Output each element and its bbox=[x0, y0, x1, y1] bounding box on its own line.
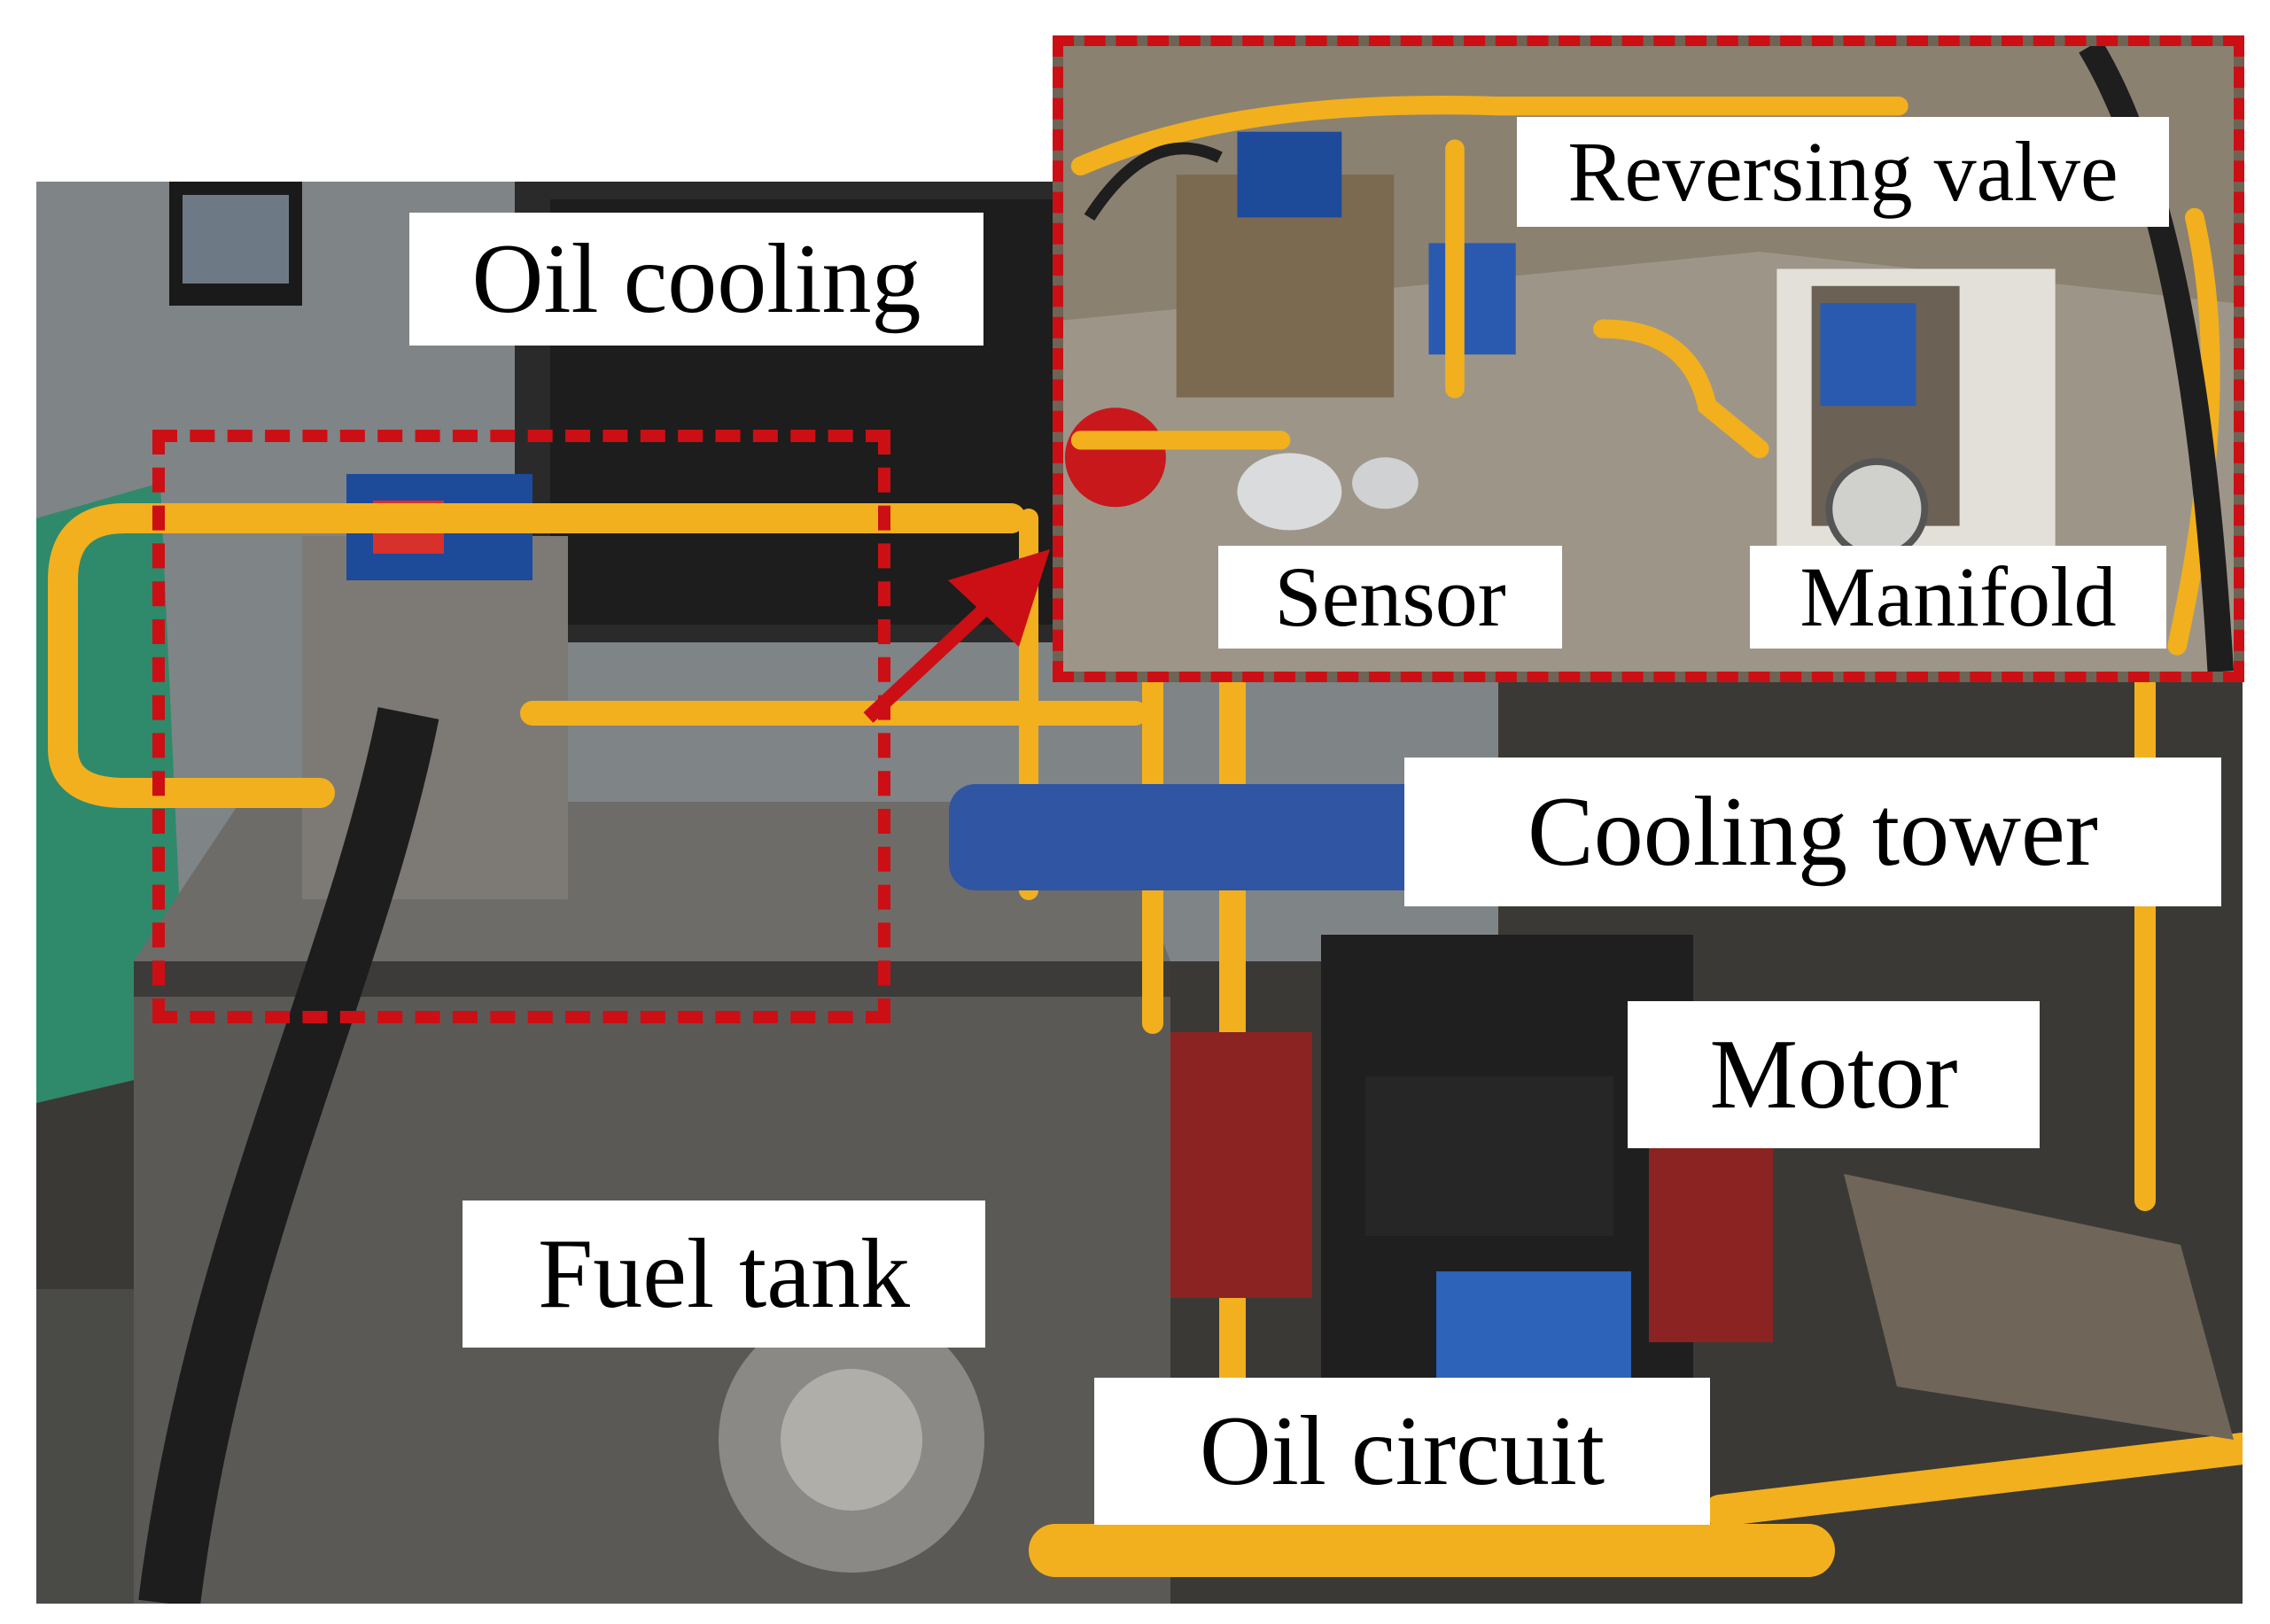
label-cooling-tower: Cooling tower bbox=[1404, 758, 2221, 906]
label-manifold: Manifold bbox=[1750, 546, 2166, 649]
label-fuel-tank: Fuel tank bbox=[463, 1201, 985, 1348]
inset-sensor bbox=[1237, 453, 1342, 531]
pressure-gauge-icon bbox=[1825, 458, 1929, 560]
hydraulic-pump bbox=[1844, 1174, 2234, 1440]
label-oil-circuit: Oil circuit bbox=[1094, 1378, 1710, 1525]
oil-cooling-highlight-box bbox=[152, 430, 890, 1023]
red-mount-frame bbox=[1170, 1032, 1312, 1298]
inset-reversing-valve bbox=[1428, 243, 1516, 355]
label-reversing-valve: Reversing valve bbox=[1517, 117, 2169, 227]
label-motor: Motor bbox=[1628, 1001, 2040, 1148]
cooling-tower-pipe bbox=[949, 784, 1445, 890]
highlight-arrow-icon bbox=[863, 549, 1050, 723]
inset-pipes bbox=[1070, 96, 2220, 656]
label-sensor: Sensor bbox=[1218, 546, 1562, 649]
label-oil-cooling: Oil cooling bbox=[409, 213, 983, 346]
red-filler-cap bbox=[1064, 408, 1166, 508]
black-hose bbox=[138, 707, 439, 1604]
